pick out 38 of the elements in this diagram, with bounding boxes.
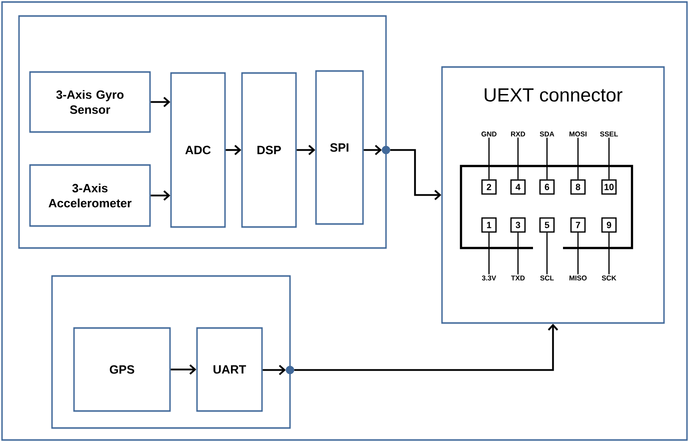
pin-lead (488, 138, 490, 180)
arrow (390, 149, 442, 200)
pin-box: 3 (510, 217, 526, 233)
module-box (18, 15, 387, 249)
block-box: UART (196, 327, 263, 412)
pin-lead (517, 138, 519, 180)
arrow (170, 364, 196, 375)
arrow (296, 144, 316, 156)
pin-lead (546, 232, 548, 274)
pin-lead (517, 232, 519, 274)
block-box: SPI (315, 70, 364, 225)
block-box: GPS (73, 327, 171, 412)
block-box: DSP (241, 72, 297, 228)
pin-box: 9 (601, 217, 617, 233)
pin-box: 8 (570, 179, 586, 195)
module-box (51, 275, 291, 429)
pin-lead (577, 138, 579, 180)
block-box: 3-Axis Gyro Sensor (29, 71, 151, 133)
arrow (294, 324, 558, 371)
arrow (150, 96, 170, 108)
pin-box: 5 (539, 217, 555, 233)
arrow (226, 144, 242, 156)
pin-box: 7 (570, 217, 586, 233)
pin-lead (488, 232, 490, 274)
pin-lead (608, 232, 610, 274)
pin-lead (577, 232, 579, 274)
pin-box: 2 (481, 179, 497, 195)
block-box: 3-Axis Accelerometer (29, 164, 151, 227)
arrow (150, 190, 170, 201)
block-box: ADC (170, 72, 226, 228)
arrow (262, 364, 286, 376)
pin-lead (546, 138, 548, 180)
pin-lead (608, 138, 610, 180)
pin-box: 6 (539, 179, 555, 195)
pin-box: 1 (481, 217, 497, 233)
arrow (364, 144, 382, 156)
pin-box: 10 (601, 179, 617, 195)
pin-box: 4 (510, 179, 526, 195)
